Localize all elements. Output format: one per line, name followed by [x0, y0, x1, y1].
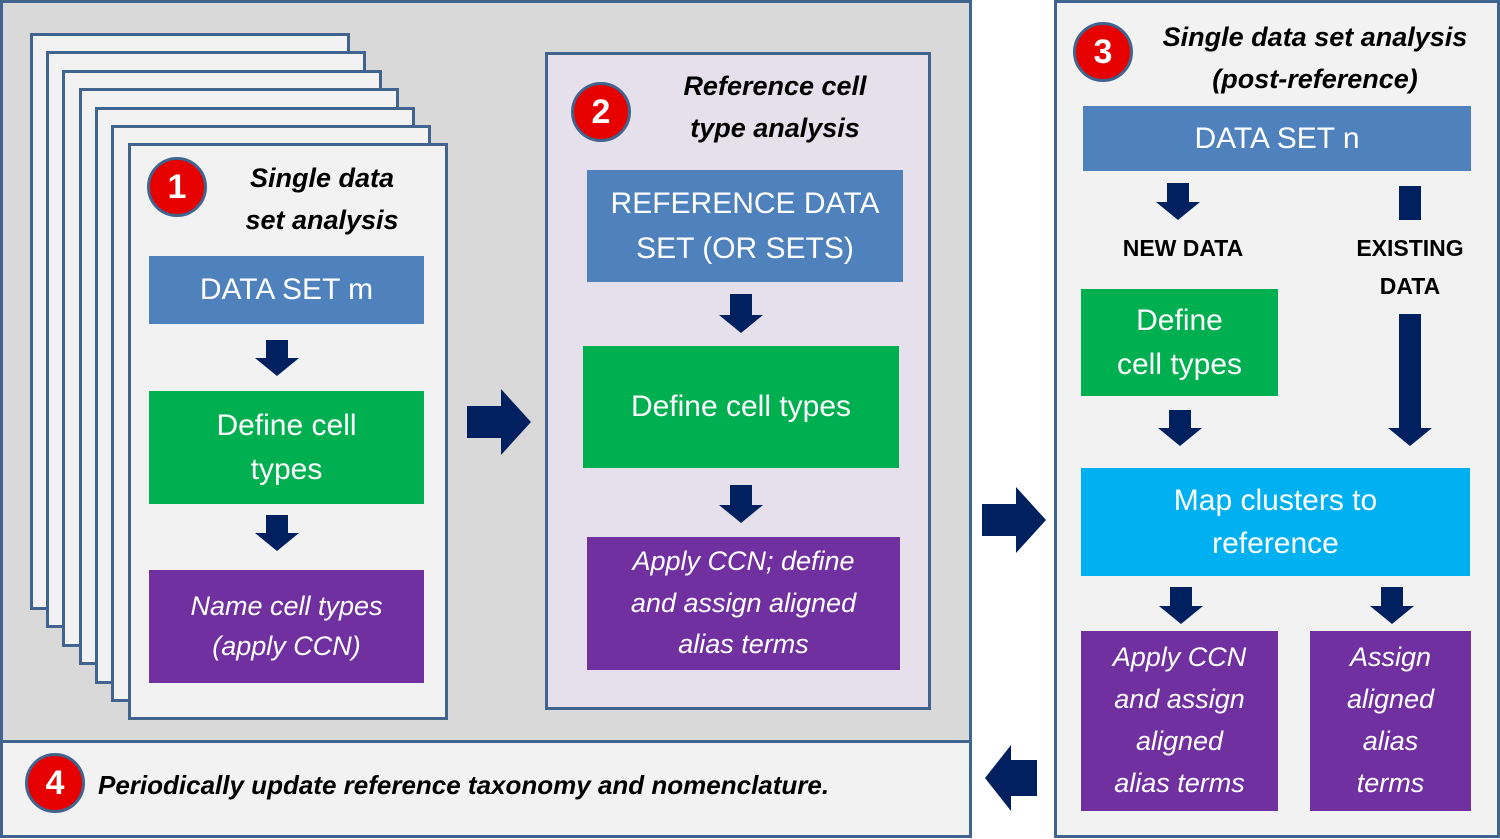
new-data-label: NEW DATA [1122, 235, 1244, 261]
name-cell-types-box: Name cell types (apply CCN) [149, 570, 424, 683]
define-cell-types-box-3: Define cell types [1081, 289, 1278, 396]
step-3-badge: 3 [1073, 22, 1133, 82]
define-cell-types-box-2: Define cell types [583, 346, 899, 468]
assign-alias-terms-box: Assign aligned alias terms [1310, 631, 1471, 811]
data-set-n-box: DATA SET n [1083, 106, 1471, 171]
step-3-title: Single data set analysis (post-reference… [1162, 22, 1468, 94]
step-1-title: Single data set analysis [245, 163, 399, 235]
apply-ccn-assign-box: Apply CCN and assign aligned alias terms [1081, 631, 1278, 811]
step-4-text: Periodically update reference taxonomy a… [98, 770, 830, 800]
step-2-badge: 2 [571, 82, 631, 142]
update-panel [0, 740, 972, 838]
data-set-m-box: DATA SET m [149, 256, 424, 324]
define-cell-types-box-1: Define cell types [149, 391, 424, 504]
apply-ccn-box: Apply CCN; define and assign aligned ali… [587, 537, 900, 670]
existing-data-label: EXISTING DATA [1356, 235, 1464, 299]
reference-data-set-box: REFERENCE DATA SET (OR SETS) [587, 170, 903, 282]
step-4-badge: 4 [25, 753, 85, 813]
step-2-title: Reference cell type analysis [683, 71, 867, 143]
map-clusters-box: Map clusters to reference [1081, 468, 1470, 576]
step-1-badge: 1 [147, 157, 207, 217]
